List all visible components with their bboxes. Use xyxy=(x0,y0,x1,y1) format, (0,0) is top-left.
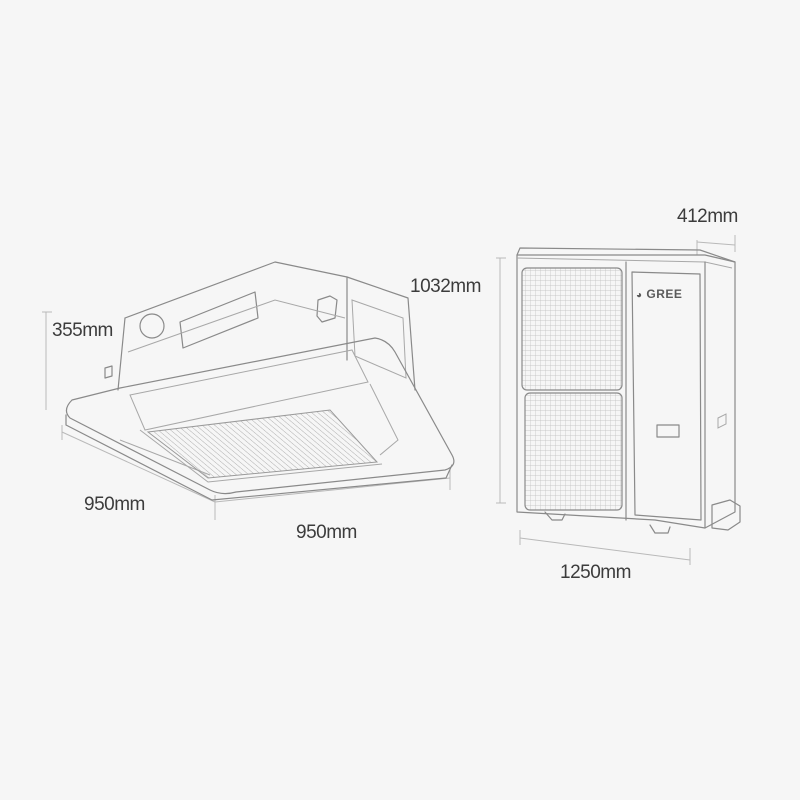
outdoor-depth-dimension-line xyxy=(696,235,736,255)
outdoor-height-dimension-line xyxy=(496,257,506,504)
outdoor-unit-drawing xyxy=(516,247,741,534)
indoor-height-dimension-line xyxy=(42,311,52,410)
indoor-height-label: 355mm xyxy=(52,320,113,341)
outdoor-depth-label: 412mm xyxy=(677,206,738,227)
gree-swirl-icon: ◕ xyxy=(636,290,643,301)
service-valve-cover xyxy=(711,499,741,531)
foot xyxy=(544,511,566,521)
foot xyxy=(649,524,671,534)
indoor-width-dimension-line xyxy=(214,470,451,503)
indoor-depth-label: 950mm xyxy=(84,494,145,515)
outdoor-width-label: 1250mm xyxy=(560,562,631,583)
outdoor-height-label: 1032mm xyxy=(410,276,481,297)
cassette-panel xyxy=(65,337,455,501)
lower-fan-grille xyxy=(524,392,623,511)
indoor-width-label: 950mm xyxy=(296,522,357,543)
outdoor-width-dimension-line xyxy=(519,530,691,565)
panel-handle xyxy=(656,424,680,438)
gree-logo: ◕ GREE xyxy=(636,287,683,301)
cassette-body xyxy=(104,261,416,391)
upper-fan-grille xyxy=(521,267,623,391)
